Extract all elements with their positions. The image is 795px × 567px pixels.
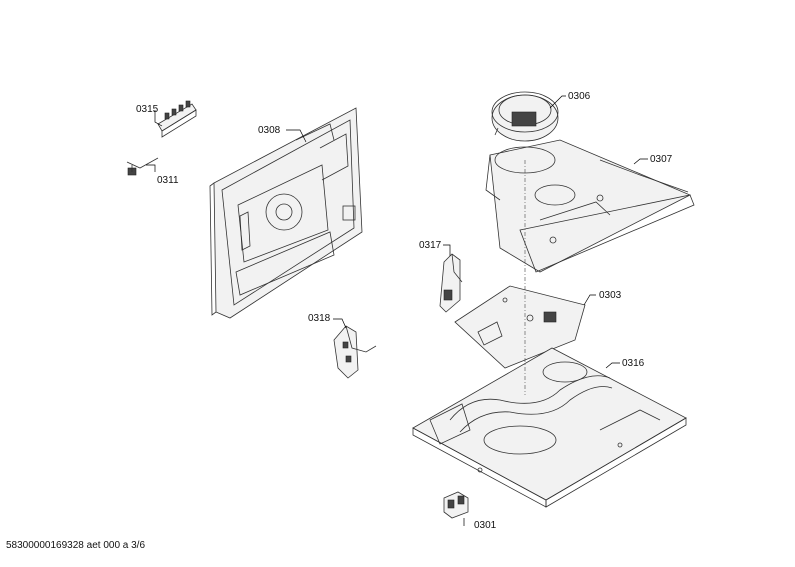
callout-0315: 0315 — [136, 104, 159, 115]
part-0308-rear-panel — [209, 107, 363, 319]
part-0317-bracket — [439, 253, 463, 313]
callout-0303: 0303 — [599, 290, 622, 301]
part-0303-plate — [454, 285, 586, 369]
callout-0317: 0317 — [419, 240, 442, 251]
part-0315-connector-strip — [157, 100, 197, 138]
part-0301-switch — [443, 491, 469, 519]
leader-lines — [146, 95, 648, 526]
document-id-footer: 58300000169328 aet 000 a 3/6 — [6, 540, 146, 551]
part-0306-fan — [491, 91, 559, 142]
part-0311-sensor — [126, 157, 159, 176]
callout-0301: 0301 — [474, 520, 497, 531]
callout-0311: 0311 — [157, 175, 179, 186]
callout-0308: 0308 — [258, 125, 281, 136]
part-0318-bracket — [333, 325, 377, 379]
callout-0316: 0316 — [622, 358, 645, 369]
callout-0306: 0306 — [568, 91, 591, 102]
part-0307-fan-housing — [485, 139, 695, 273]
callout-0307: 0307 — [650, 154, 673, 165]
part-0316-base-plate — [412, 347, 687, 508]
callout-0318: 0318 — [308, 313, 331, 324]
